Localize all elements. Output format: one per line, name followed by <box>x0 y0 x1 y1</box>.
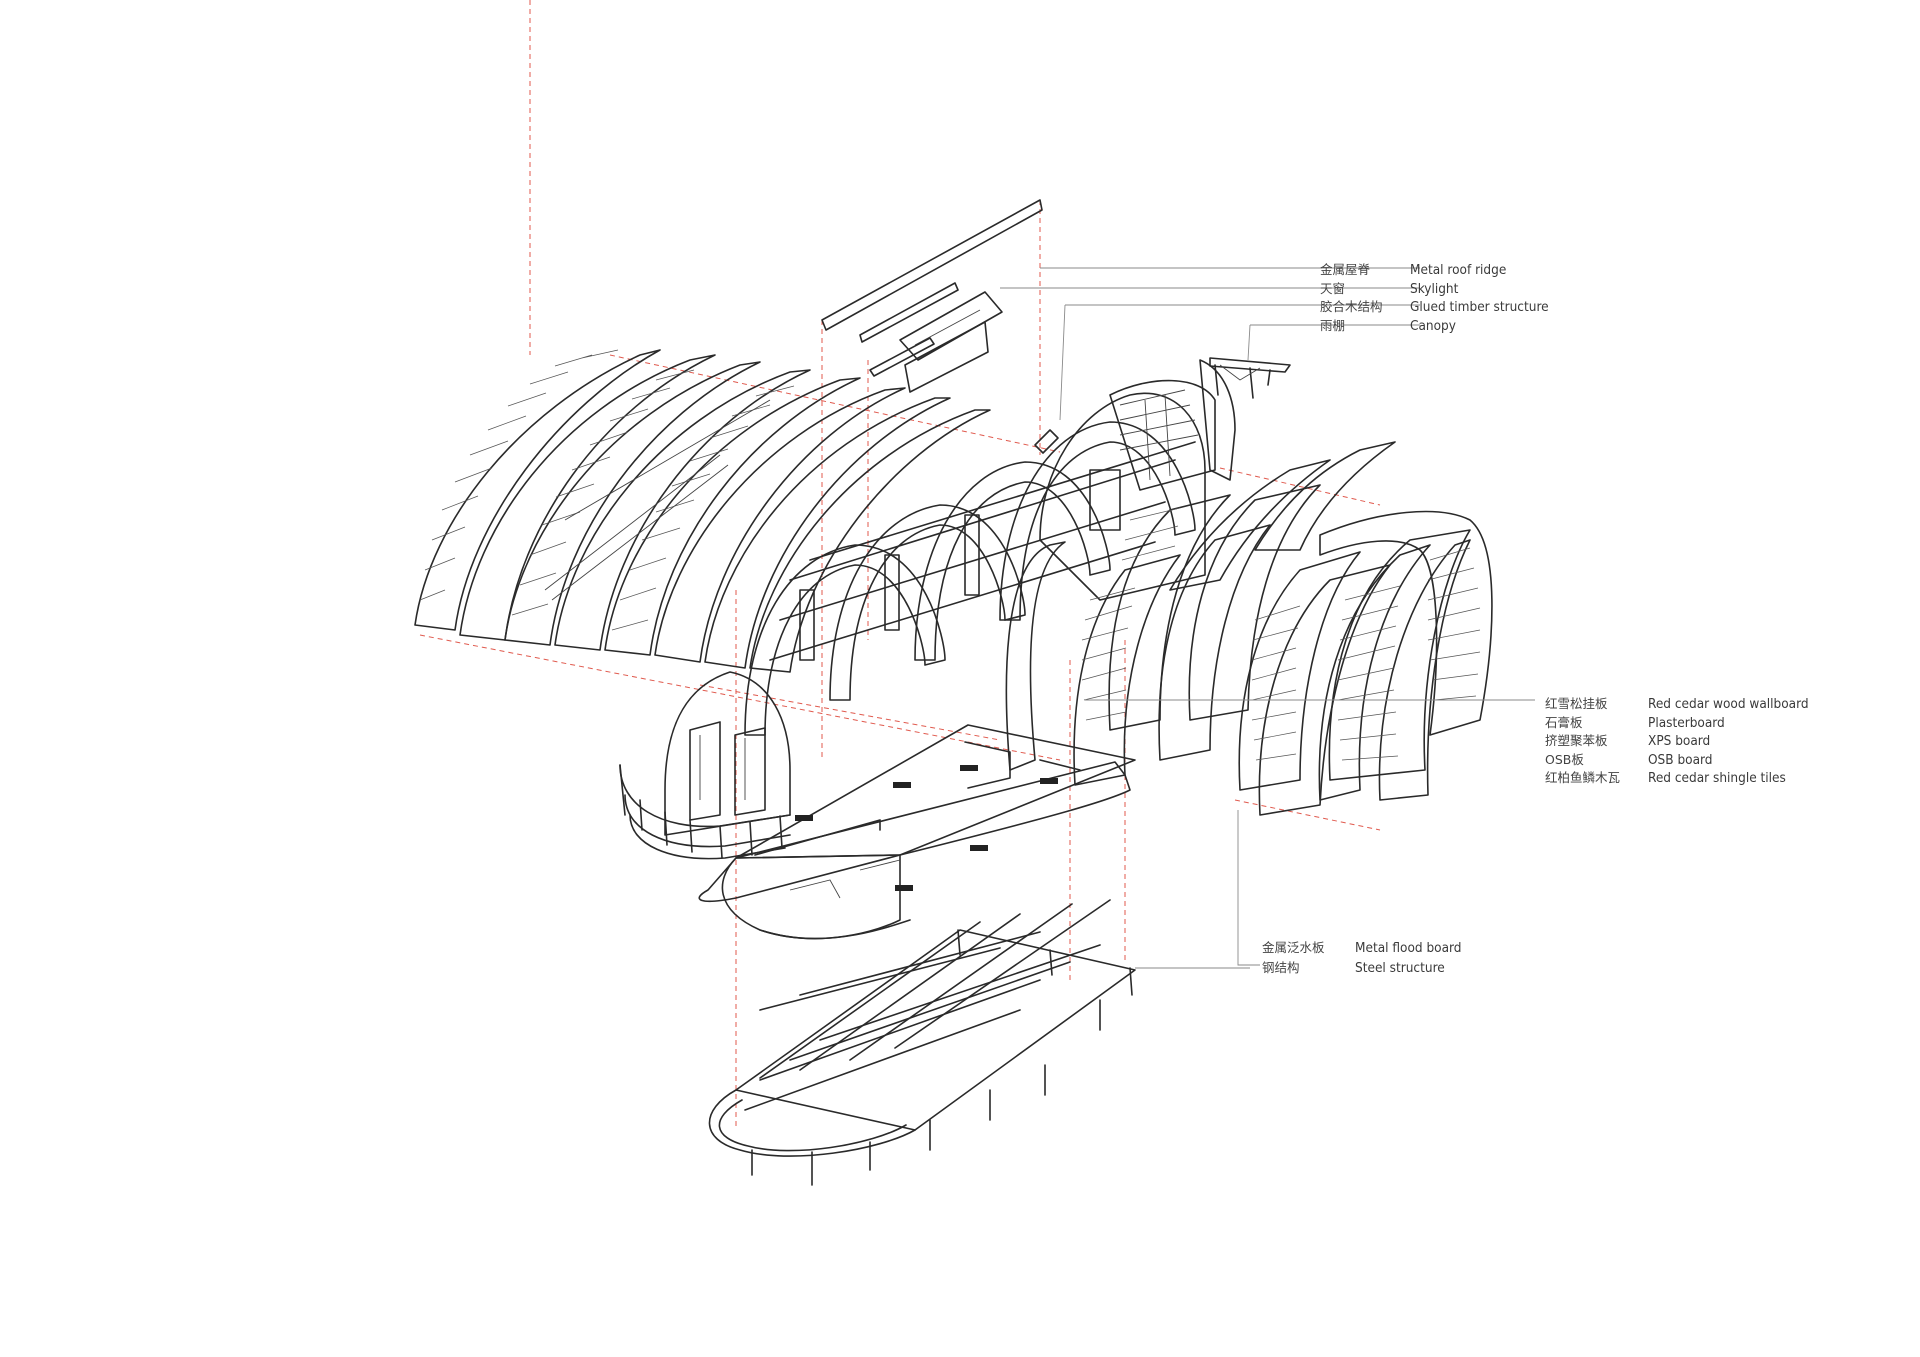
label-zh-osb: OSB板 <box>1545 752 1584 767</box>
label-zh-glued-timber: 胶合木结构 <box>1320 299 1383 314</box>
label-zh-steel: 钢结构 <box>1262 960 1300 975</box>
label-en-flood-board: Metal flood board <box>1355 940 1462 956</box>
label-en-cedar-wallboard: Red cedar wood wallboard <box>1648 696 1809 712</box>
label-zh-metal-roof-ridge: 金属屋脊 <box>1320 262 1371 277</box>
label-zh-flood-board: 金属泛水板 <box>1262 940 1325 955</box>
label-en-steel: Steel structure <box>1355 960 1445 976</box>
glulam-arch-frames <box>744 421 1196 736</box>
canopy <box>1209 357 1291 399</box>
label-zh-canopy: 雨棚 <box>1320 318 1345 333</box>
label-en-shingle: Red cedar shingle tiles <box>1648 770 1786 786</box>
label-zh-shingle: 红柏鱼鳞木瓦 <box>1545 770 1620 785</box>
alignment-guides <box>419 0 1381 1130</box>
label-en-xps: XPS board <box>1648 733 1710 749</box>
label-en-skylight: Skylight <box>1410 281 1459 297</box>
label-en-metal-roof-ridge: Metal roof ridge <box>1410 262 1506 278</box>
roof-shell-group <box>414 349 991 673</box>
label-zh-cedar-wallboard: 红雪松挂板 <box>1545 696 1608 711</box>
roof-ridge-assembly <box>821 199 1043 393</box>
deck-railing <box>619 764 791 860</box>
label-leaders <box>1000 267 1535 969</box>
wall-layer-group <box>1005 441 1493 816</box>
label-en-plasterboard: Plasterboard <box>1648 715 1725 731</box>
front-end-wall <box>664 671 791 836</box>
legend-right: 红雪松挂板 Red cedar wood wallboard 石膏板 Plast… <box>1545 696 1809 786</box>
steel-structure <box>708 899 1136 1186</box>
label-zh-skylight: 天窗 <box>1320 281 1345 296</box>
label-en-glued-timber: Glued timber structure <box>1410 299 1549 315</box>
legend-bottom: 金属泛水板 Metal flood board 钢结构 Steel struct… <box>1262 940 1462 976</box>
label-zh-plasterboard: 石膏板 <box>1545 715 1583 730</box>
label-en-osb: OSB board <box>1648 752 1713 768</box>
label-en-canopy: Canopy <box>1410 318 1456 334</box>
legend-top: 金属屋脊 Metal roof ridge 天窗 Skylight 胶合木结构 … <box>1320 262 1549 334</box>
label-zh-xps: 挤塑聚苯板 <box>1545 733 1608 748</box>
floor-slab <box>698 724 1136 940</box>
